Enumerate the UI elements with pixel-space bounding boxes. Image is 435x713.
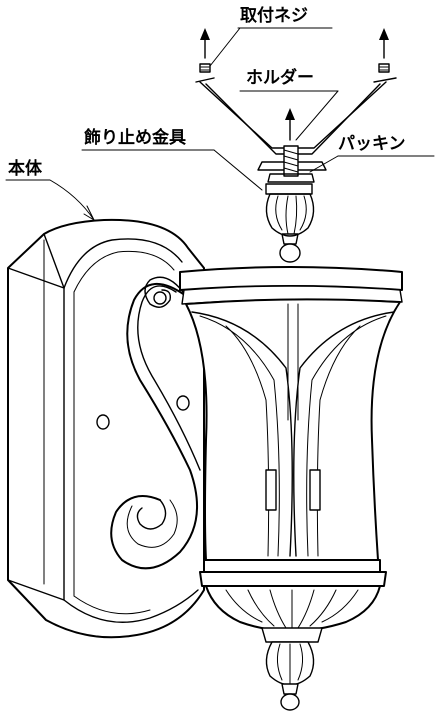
decorative-nut bbox=[265, 183, 315, 263]
mounting-screw-left bbox=[195, 28, 215, 83]
lamp-shade bbox=[179, 266, 403, 561]
label-packing: パッキン bbox=[338, 134, 406, 154]
holder-bracket bbox=[199, 81, 387, 183]
wall-backplate bbox=[7, 218, 205, 639]
lamp-bottom-bowl bbox=[199, 559, 387, 643]
label-mounting-screw: 取付ネジ bbox=[240, 5, 308, 26]
leader-main-body bbox=[5, 179, 95, 221]
label-main-body: 本体 bbox=[8, 158, 43, 179]
scroll-arm bbox=[110, 276, 201, 570]
mounting-screw-right bbox=[373, 28, 397, 83]
label-holder: ホルダー bbox=[246, 67, 314, 88]
leader-holder bbox=[295, 90, 339, 141]
leader-mounting-screw bbox=[209, 27, 241, 67]
leader-arrowhead-main-body bbox=[83, 205, 95, 221]
bottom-finial bbox=[265, 641, 315, 711]
label-decorative-nut: 飾り止め金具 bbox=[84, 127, 186, 148]
leader-decorative-nut bbox=[213, 149, 263, 191]
